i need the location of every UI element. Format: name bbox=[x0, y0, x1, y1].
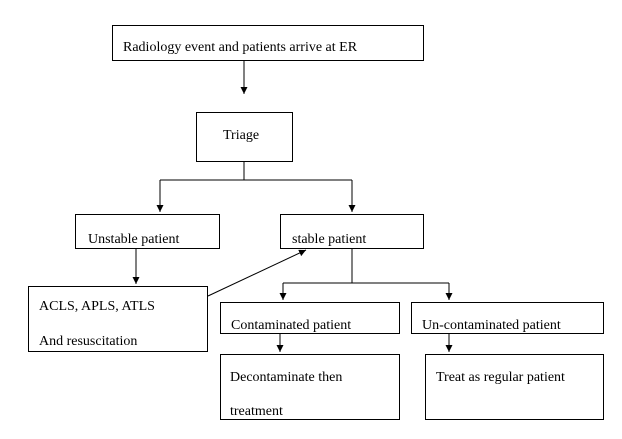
resuscitation-node: ACLS, APLS, ATLS And resuscitation bbox=[28, 286, 208, 352]
arrow-resuscitation-to-stable bbox=[207, 249, 307, 297]
unstable-patient-node: Unstable patient bbox=[75, 214, 220, 249]
decontaminate-label-line2: treatment bbox=[230, 404, 283, 419]
resuscitation-label-line1: ACLS, APLS, ATLS bbox=[39, 299, 155, 314]
radiology-event-label: Radiology event and patients arrive at E… bbox=[123, 40, 358, 55]
contaminated-patient-node: Contaminated patient bbox=[220, 302, 400, 334]
stable-patient-label: stable patient bbox=[292, 232, 367, 247]
triage-label: Triage bbox=[223, 128, 260, 143]
decontaminate-label-line1: Decontaminate then bbox=[230, 370, 343, 385]
unstable-patient-label: Unstable patient bbox=[88, 232, 180, 247]
treat-regular-label: Treat as regular patient bbox=[436, 370, 565, 385]
uncontaminated-patient-node: Un-contaminated patient bbox=[411, 302, 604, 334]
decontaminate-node: Decontaminate then treatment bbox=[220, 354, 400, 420]
uncontaminated-patient-label: Un-contaminated patient bbox=[422, 318, 561, 333]
triage-node: Triage bbox=[196, 112, 293, 162]
treat-regular-node: Treat as regular patient bbox=[425, 354, 604, 420]
resuscitation-label-line2: And resuscitation bbox=[39, 334, 138, 349]
stable-patient-node: stable patient bbox=[280, 214, 424, 249]
radiology-event-node: Radiology event and patients arrive at E… bbox=[112, 25, 424, 61]
contaminated-patient-label: Contaminated patient bbox=[231, 318, 352, 333]
